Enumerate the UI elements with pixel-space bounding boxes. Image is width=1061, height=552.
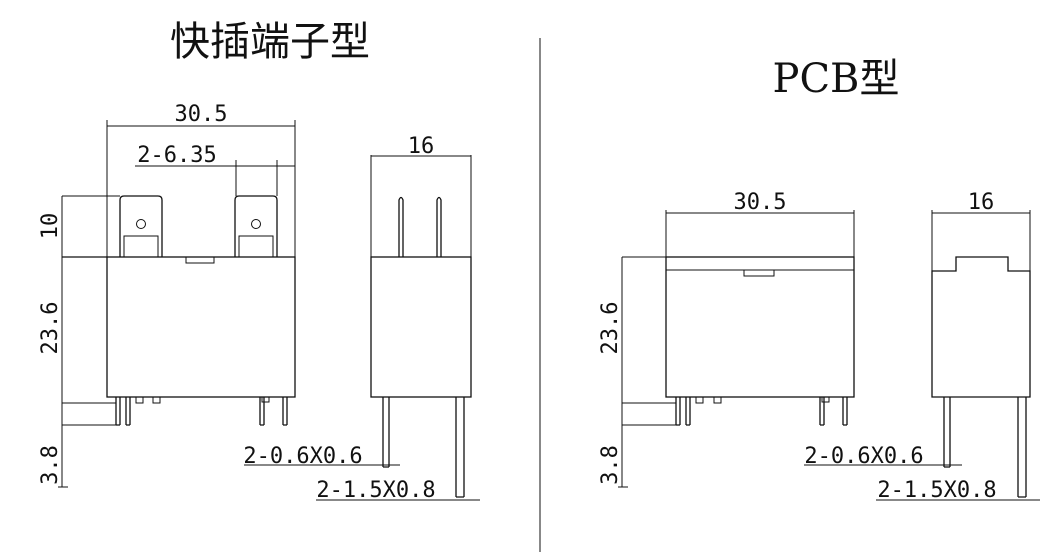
- left-dimension-lines: [58, 120, 296, 488]
- right-dim-pin-small-label: 2-0.6X0.6: [804, 444, 923, 469]
- dim-pin-length-label: 3.8: [38, 445, 63, 485]
- left-front-body: [62, 195, 296, 426]
- right-side-body: [804, 210, 1040, 501]
- quick-connect-view: 快插端子型: [38, 19, 480, 503]
- right-dim-pin-length-label: 3.8: [598, 445, 623, 485]
- left-side-body: [244, 155, 480, 501]
- dim-pin-small-label: 2-0.6X0.6: [243, 444, 362, 469]
- dim-width-label: 30.5: [175, 102, 228, 127]
- dim-depth-label: 16: [408, 134, 435, 159]
- dim-terminal-label: 2-6.35: [137, 143, 216, 168]
- right-dim-body-height-label: 23.6: [598, 302, 623, 355]
- dim-body-height-label: 23.6: [38, 302, 63, 355]
- right-dim-width-label: 30.5: [734, 190, 787, 215]
- right-dim-pin-large-label: 2-1.5X0.8: [877, 478, 996, 503]
- right-title: PCB型: [773, 56, 900, 102]
- right-front-body: [665, 210, 855, 426]
- right-dimension-lines: [618, 256, 676, 488]
- left-title: 快插端子型: [170, 19, 370, 65]
- right-dim-depth-label: 16: [968, 190, 995, 215]
- dim-tab-height-label: 10: [38, 213, 63, 240]
- dim-pin-large-label: 2-1.5X0.8: [316, 478, 435, 503]
- pcb-view: PCB型 30.5 23.6 3.8: [598, 56, 1040, 503]
